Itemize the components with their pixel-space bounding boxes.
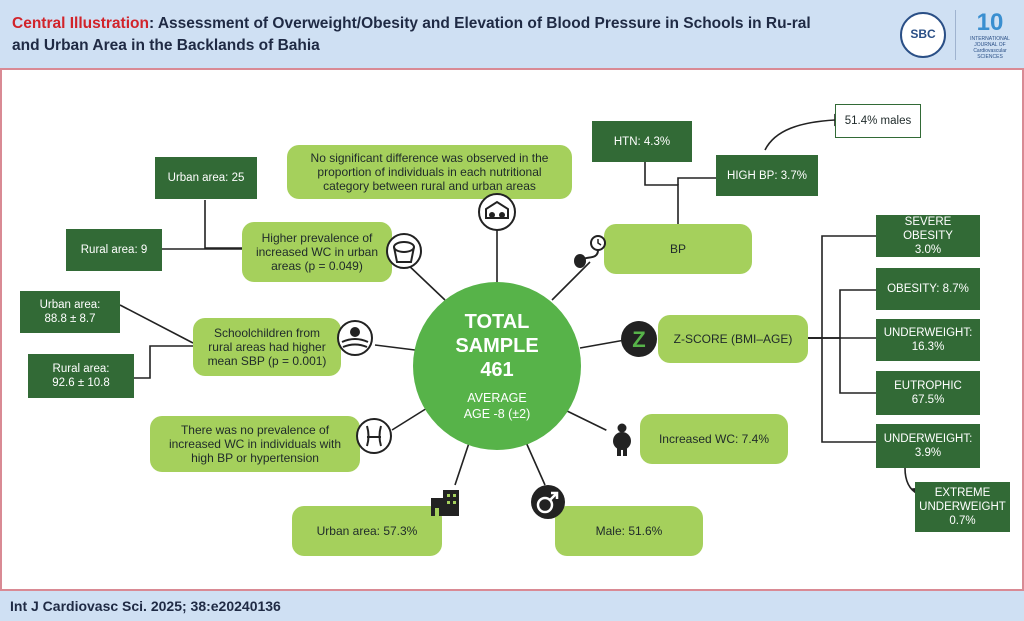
- blood-pressure-icon: [574, 235, 606, 268]
- eutrophic-value: EUTROPHIC 67.5%: [876, 371, 980, 415]
- wc-rural-area-value: Rural area: 9: [66, 229, 162, 271]
- eutrophic-label: EUTROPHIC: [894, 380, 962, 392]
- sbc-logo-text: SBC: [910, 27, 936, 41]
- waist-icon: [356, 418, 392, 454]
- urban-area-node: Urban area: 57.3%: [292, 506, 442, 556]
- sample-count: 461: [480, 359, 514, 381]
- sbp-urban-label: Urban area:: [39, 299, 101, 311]
- severe-obesity-label: SEVERE OBESITY: [903, 216, 953, 242]
- obesity-value: OBESITY: 8.7%: [876, 268, 980, 310]
- journal-logo-line2: Cardiovascular: [973, 48, 1007, 54]
- underweight-2-value: UNDERWEIGHT: 3.9%: [876, 424, 980, 468]
- increased-wc-node: Increased WC: 7.4%: [640, 414, 788, 464]
- extreme-underweight-value: EXTREME UNDERWEIGHT 0.7%: [915, 482, 1010, 532]
- no-wc-hbp-node: There was no prevalence of increased WC …: [150, 416, 360, 472]
- severe-obesity-value: SEVERE OBESITY 3.0%: [876, 215, 980, 257]
- underweight-label: UNDERWEIGHT:: [883, 327, 973, 339]
- sbp-rural-number: 92.6 ± 10.8: [52, 377, 110, 389]
- tape-measure-icon: [386, 233, 422, 269]
- title-highlight: Central Illustration: [12, 15, 149, 32]
- logo-divider: [955, 10, 956, 60]
- male-node: Male: 51.6%: [555, 506, 703, 556]
- sbp-rural-node: Schoolchildren from rural areas had high…: [193, 318, 341, 376]
- males-value: 51.4% males: [835, 104, 921, 138]
- sbp-urban-number: 88.8 ± 8.7: [44, 313, 96, 325]
- sbp-urban-value: Urban area: 88.8 ± 8.7: [20, 291, 120, 333]
- sample-label: SAMPLE: [455, 335, 539, 357]
- wc-urban-node: Higher prevalence of increased WC in urb…: [242, 222, 392, 282]
- total-sample-label: TOTAL SAMPLE 461: [413, 310, 581, 382]
- male-symbol-icon: [531, 485, 565, 519]
- content-area: [0, 70, 1024, 589]
- average-label: AVERAGE: [467, 391, 527, 405]
- sbp-rural-label: Rural area:: [52, 363, 110, 375]
- age-label: AGE -8 (±2): [463, 407, 531, 421]
- journal-logo-line1: INTERNATIONAL JOURNAL OF: [970, 36, 1010, 48]
- htn-value: HTN: 4.3%: [592, 121, 692, 162]
- extreme-underweight-number: 0.7%: [949, 515, 976, 527]
- header: Central Illustration: Assessment of Over…: [0, 0, 1024, 70]
- wc-urban-area-value: Urban area: 25: [155, 157, 257, 199]
- z-score-node: Z-SCORE (BMI–AGE): [658, 315, 808, 363]
- rural-field-icon: [337, 320, 373, 356]
- journal-logo-number: 10: [976, 9, 1004, 36]
- extreme-label: EXTREME: [934, 487, 991, 499]
- underweight-label-2: UNDERWEIGHT: [919, 501, 1006, 513]
- city-buildings-icon: [431, 490, 459, 516]
- journal-logo: 10 INTERNATIONAL JOURNAL OF Cardiovascul…: [962, 10, 1018, 62]
- underweight-number: 16.3%: [911, 341, 945, 353]
- no-difference-note: No significant difference was observed i…: [287, 145, 572, 199]
- eutrophic-number: 67.5%: [911, 394, 945, 406]
- underweight-value: UNDERWEIGHT: 16.3%: [876, 319, 980, 361]
- sbc-logo: SBC: [900, 12, 946, 58]
- journal-logo-line3: SCIENCES: [977, 54, 1003, 60]
- svg-text:Z: Z: [632, 327, 645, 352]
- citation: Int J Cardiovasc Sci. 2025; 38:e20240136: [10, 598, 281, 614]
- total-label: TOTAL: [464, 311, 530, 333]
- high-bp-value: HIGH BP: 3.7%: [716, 155, 818, 196]
- total-sample-circle: TOTAL SAMPLE 461 AVERAGE AGE -8 (±2): [413, 282, 581, 450]
- underweight-2-label: UNDERWEIGHT:: [883, 433, 973, 445]
- underweight-2-number: 3.9%: [914, 447, 942, 459]
- overweight-person-icon: [604, 421, 640, 457]
- bp-node: BP: [604, 224, 752, 274]
- footer: Int J Cardiovasc Sci. 2025; 38:e20240136: [0, 589, 1024, 621]
- z-letter-icon: Z: [621, 321, 657, 357]
- page-title: Central Illustration: Assessment of Over…: [12, 13, 812, 57]
- severe-obesity-number: 3.0%: [914, 244, 942, 256]
- average-age: AVERAGE AGE -8 (±2): [413, 390, 581, 422]
- school-children-icon: [478, 193, 516, 231]
- title-text: : Assessment of Overweight/Obesity and E…: [12, 15, 811, 54]
- sbp-rural-value: Rural area: 92.6 ± 10.8: [28, 354, 134, 398]
